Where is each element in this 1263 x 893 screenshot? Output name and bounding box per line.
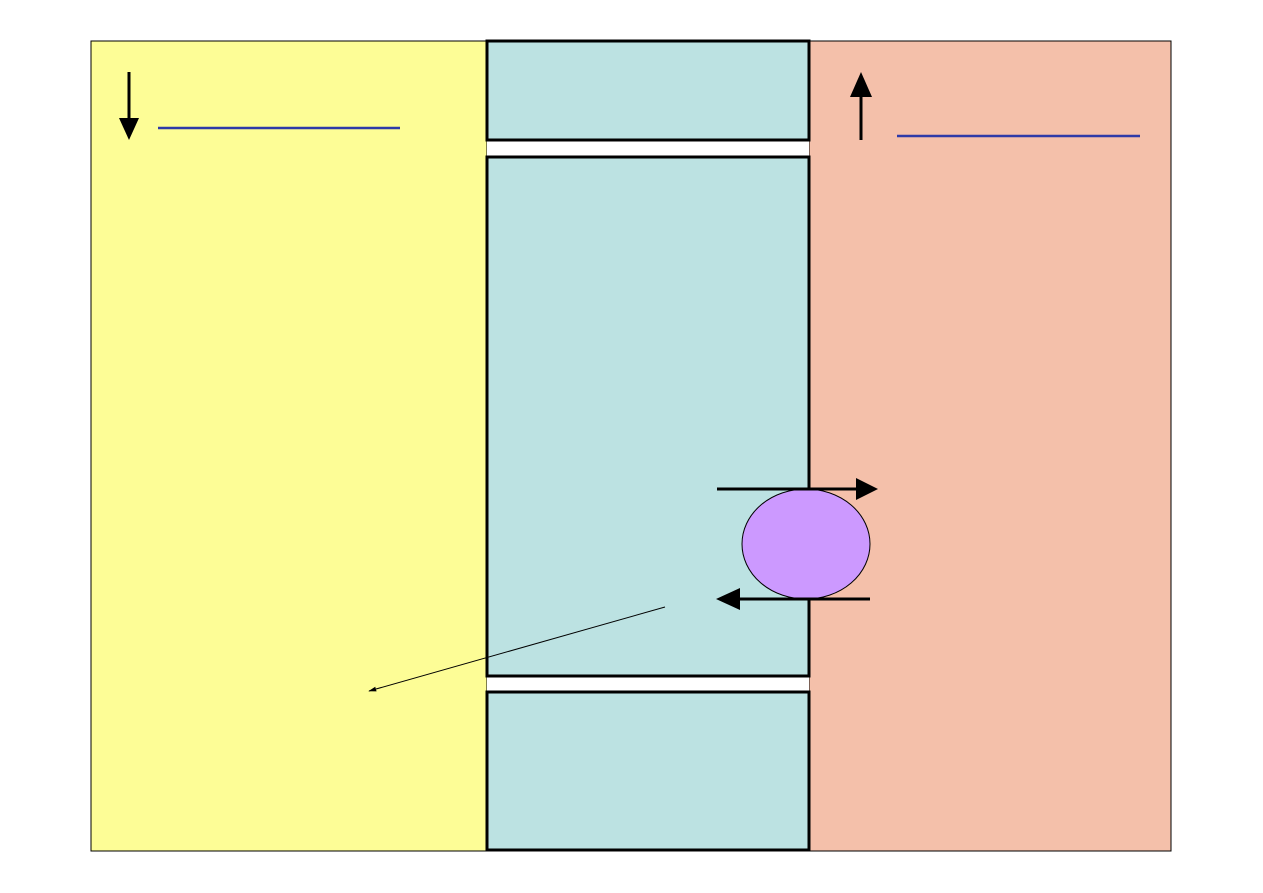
junction-bottom [487,676,809,692]
middle-cell-top [485,39,811,142]
middle-cell-center [485,155,811,678]
right-region [808,40,1172,852]
arrow-left-icon [716,588,870,610]
middle-cell-bottom [485,690,811,852]
arrow-right-icon [717,478,878,500]
arrow-up-icon [850,72,872,140]
pointer-arrow [368,606,666,692]
junction-top [487,140,809,157]
arrow-down-icon [119,72,139,140]
transporter-ellipse [741,488,871,600]
left-region [90,40,488,852]
